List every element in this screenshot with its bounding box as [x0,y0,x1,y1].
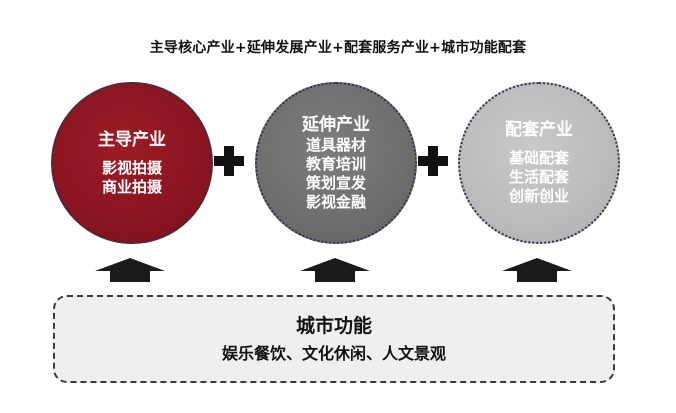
up-arrow-icon [95,258,165,282]
extended-industry-heading: 延伸产业 [302,114,370,135]
up-arrow-icon [300,258,370,282]
plus-icon [418,146,448,176]
supporting-industry-circle: 配套产业 基础配套 生活配套 创新创业 [458,82,620,244]
up-arrow-icon [502,258,572,282]
extended-industry-item: 教育培训 [305,154,366,173]
urban-function-box: 城市功能 娱乐餐饮、文化休闲、人文景观 [53,295,615,383]
supporting-industry-item: 生活配套 [508,168,569,186]
plus-icon [214,146,244,176]
extended-industry-item: 道具器材 [305,135,366,154]
core-industry-circle: 主导产业 影视拍摄 商业拍摄 [51,82,213,244]
core-industry-item: 商业拍摄 [101,177,162,196]
supporting-industry-item: 基础配套 [508,149,569,167]
extended-industry-item: 影视金融 [305,192,366,211]
core-industry-heading: 主导产业 [98,129,166,150]
supporting-industry-heading: 配套产业 [505,120,573,140]
supporting-industry-item: 创新创业 [508,187,569,205]
diagram-title: 主导核心产业+延伸发展产业+配套服务产业+城市功能配套 [149,40,527,56]
extended-industry-circle: 延伸产业 道具器材 教育培训 策划宣发 影视金融 [255,82,417,244]
urban-function-title: 城市功能 [295,315,372,337]
urban-function-items: 娱乐餐饮、文化休闲、人文景观 [221,344,446,363]
core-industry-item: 影视拍摄 [101,158,162,177]
extended-industry-item: 策划宣发 [305,173,366,192]
